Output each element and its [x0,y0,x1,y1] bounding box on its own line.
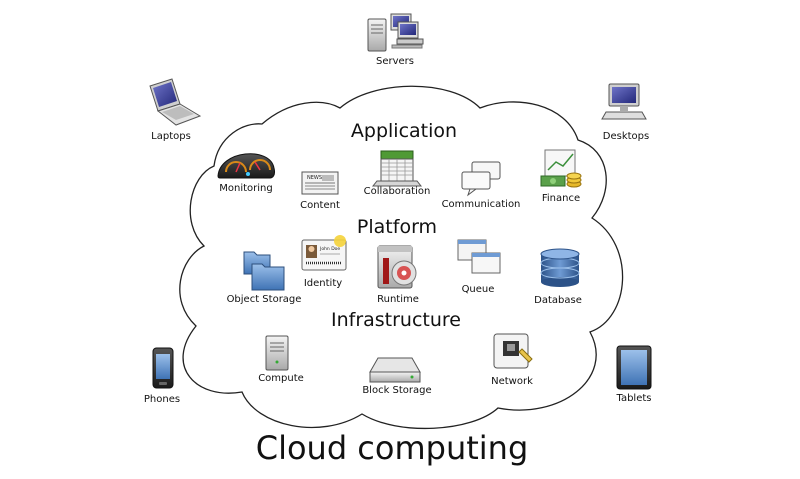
laptop-icon [149,78,202,126]
network-port-icon [493,333,533,369]
desktop-icon [601,83,647,120]
compute-icon [265,335,289,371]
servers-label: Servers [376,56,414,67]
tablets-label: Tablets [616,393,652,404]
diagram-title: Cloud computing [256,429,529,467]
finance-label: Finance [542,193,580,204]
runtime-icon [377,245,417,289]
queue-label: Queue [462,284,495,295]
application-heading: Application [351,120,457,142]
communication-label: Communication [442,199,521,210]
desktops-label: Desktops [603,131,649,142]
servers-icon [367,13,424,52]
laptops-label: Laptops [151,131,191,142]
chat-bubbles-icon [461,161,501,197]
hard-drive-icon [369,357,421,383]
phone-icon [152,347,174,389]
database-icon [540,248,580,287]
block-storage-label: Block Storage [362,385,431,396]
folders-icon [243,251,285,291]
newspaper-icon: NEWS [301,171,339,195]
calendar-icon [371,150,423,187]
object-storage-label: Object Storage [227,294,302,305]
compute-label: Compute [258,373,304,384]
collaboration-label: Collaboration [364,186,431,197]
infrastructure-heading: Infrastructure [331,309,461,331]
queue-icon [457,239,501,274]
tablet-icon [616,345,652,390]
database-label: Database [534,295,582,306]
platform-heading: Platform [357,216,437,238]
id-card-name: John Doe [319,246,340,252]
newspaper-masthead: NEWS [307,175,322,181]
identity-label: Identity [304,278,342,289]
runtime-label: Runtime [377,294,419,305]
finance-icon [540,149,582,188]
content-label: Content [300,200,340,211]
network-label: Network [491,376,533,387]
monitoring-icon [217,153,275,179]
id-card-icon: John Doe [301,235,347,271]
phones-label: Phones [144,394,180,405]
monitoring-label: Monitoring [219,183,272,194]
